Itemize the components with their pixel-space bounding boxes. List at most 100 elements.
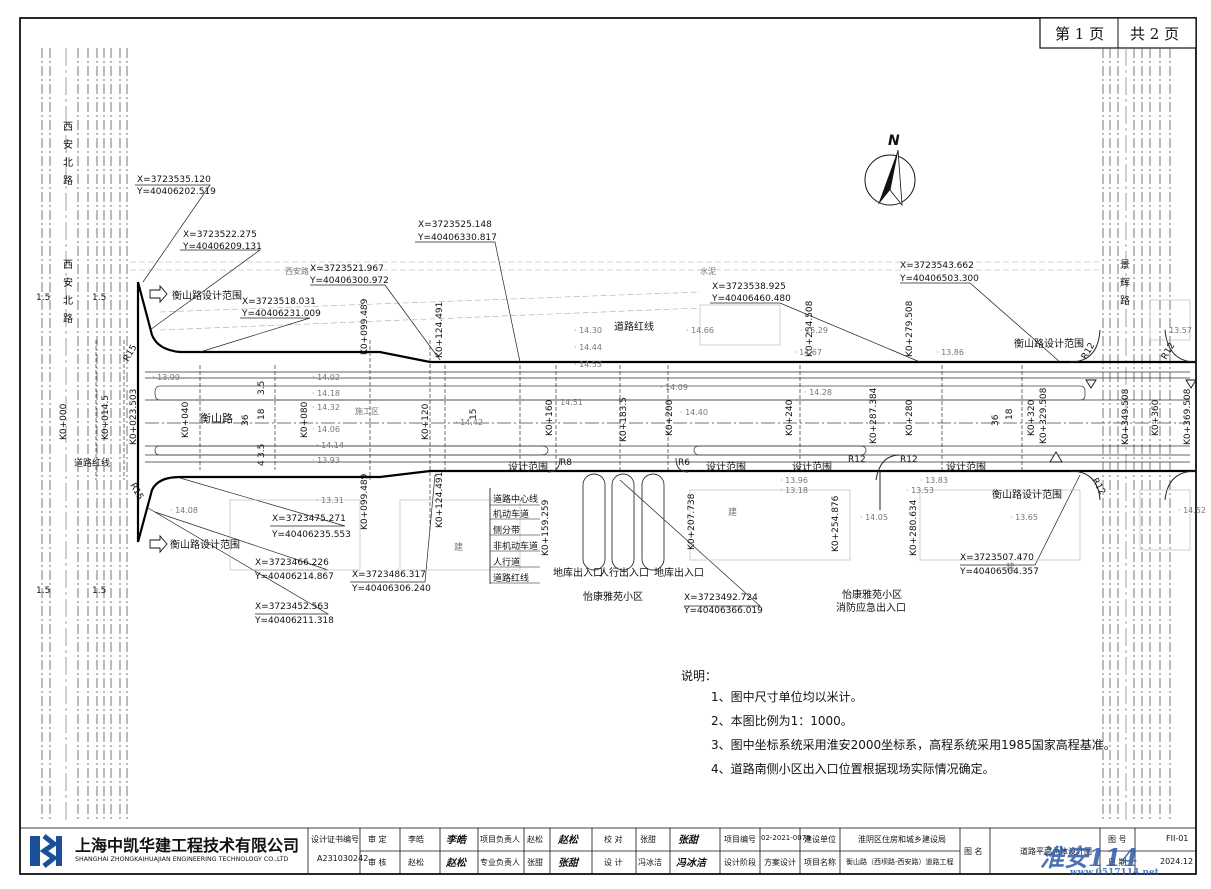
station-label: K0+254.508 [805,300,815,357]
station-label: K0+280 [905,399,915,436]
date: 2024.12 [1160,857,1194,866]
elevation-point: · 14.09 [660,383,688,392]
existing-road-north [130,261,1100,331]
design-scope-label: 衡山路设计范围 [170,538,240,551]
drawing-name: 道路平面总体设计图 [1020,847,1092,856]
check-signature: 赵松 [446,858,466,869]
station-lines [95,340,1023,530]
elevation-point: · 14.51 [555,398,583,407]
station-label: K0+369.508 [1183,388,1193,445]
legend-item: 人行道 [493,556,520,568]
station-label: K0+159.259 [541,499,551,556]
coord-x: X=3723543.662 [900,261,974,271]
coord-y: Y=40406231.009 [241,309,321,319]
elevation-point: · 14.40 [680,408,708,417]
station-label: K0+329.508 [1039,387,1049,444]
width-dimensions: 3.5 18 36 3.5 4 15 36 18 1.5 1.5 1.5 1.5 [36,293,1015,596]
cert-number: A231030242 [317,854,369,863]
dim-18: 18 [257,408,267,420]
elevation-point: · 14.02 [312,373,340,382]
title-block-grid [19,827,1197,875]
spec-label: 专业负责人 [480,858,520,867]
dim-36: 36 [991,414,1001,426]
stage-label: 设计阶段 [724,858,756,867]
coord-y: Y=40406202.519 [136,187,216,197]
project-no-label: 项目编号 [724,835,756,844]
radius-label: R12 [1160,341,1178,361]
coord-y: Y=40406503.300 [899,274,979,284]
radius-label: R12 [900,455,918,465]
design-scope-label: 衡山路设计范围 [992,488,1062,501]
elevation-point: · 13.96 [780,476,808,485]
garage-entrance-label: 地库出入口 [654,566,704,579]
elevation-point: · 13.18 [780,486,808,495]
station-label: K0+040 [181,401,191,438]
station-label: K0+014.5 [101,395,111,440]
main-road-name: 衡山路 [200,412,233,425]
legend-item: 机动车道 [493,508,529,520]
design-scope-short: 设计范围 [946,460,986,473]
elevation-point: · 14.32 [312,403,340,412]
elevation-point: · 13.31 [316,496,344,505]
dim-3-5: 3.5 [257,381,267,395]
dim-1-5: 1.5 [92,586,106,596]
station-label: K0+280.634 [909,499,919,556]
elevation-point: · 14.44 [574,343,602,352]
station-label: K0+254.876 [831,495,841,552]
road-red-line-label: 道路红线 [614,320,654,333]
legend-item: 侧分带 [493,524,520,536]
north-arrow: N [864,133,916,207]
review-signature: 李皓 [446,835,466,846]
elevation-point: · 14.05 [860,513,888,522]
company-name: 上海中凯华建工程技术有限公司 [75,836,300,855]
coord-x: X=3723452.563 [255,602,329,612]
coord-x: X=3723475.271 [272,514,346,524]
coord-y: Y=40406214.867 [254,572,334,582]
note-item: 1、图中尺寸单位均以米计。 [711,689,863,704]
pm-label: 项目负责人 [480,835,520,844]
station-label: K0+124.491 [435,472,445,528]
coord-x: X=3723525.148 [418,220,492,230]
station-label: K0+349.508 [1121,388,1131,445]
elevation-point: · 14.06 [312,425,340,434]
station-label: K0+080 [300,401,310,438]
coord-y: Y=40406211.318 [254,616,334,626]
station-labels: K0+000 K0+014.5 K0+023.503 K0+040 K0+080… [59,298,1193,556]
legend-item: 道路中心线 [493,493,538,505]
project-no: 02-2021-0078 [761,834,811,842]
station-label: K0+207.738 [687,493,697,550]
station-label: K0+279.508 [905,300,915,357]
station-label: K0+287.384 [869,387,879,444]
pedestrian-entrance-label: 人行出入口 [599,566,649,579]
legend-item: 道路红线 [493,572,529,584]
page-current: 第 1 页 [1055,25,1104,43]
station-label: K0+000 [59,403,69,440]
elevation-point: · 13.93 [312,456,340,465]
design-scope-short: 设计范围 [706,460,746,473]
notes-title: 说明： [681,668,717,683]
west-street-name-lower: 西 安 北 路 [63,260,76,325]
elevation-point: · 13.65 [1010,513,1038,522]
legend-item: 非机动车道 [493,540,538,552]
notes: 说明： 1、图中尺寸单位均以米计。 2、本图比例为1：1000。 3、图中坐标系… [681,668,1116,776]
elevation-points: · 14.30· 14.44· 14.53· 14.66· 15.29· 14.… [152,326,1206,522]
elevation-point: · 14.14 [316,441,344,450]
drawing-name-label: 图 名 [964,847,983,856]
company-name-en: SHANGHAI ZHONGKAIHUAJIAN ENGINEERING TEC… [75,856,289,863]
drawing-no-label: 图 号 [1108,835,1127,844]
watermark: 淮安114 [1040,838,1138,873]
building-label: 建 [728,506,737,518]
coordinate-leaders [135,184,1081,615]
elevation-point: · 14.53 [574,360,602,369]
radius-label: R6 [678,458,690,468]
coord-y: Y=40406504.357 [959,567,1039,577]
dim-36: 36 [241,414,251,426]
coord-x: X=3723507.470 [960,553,1034,563]
elevation-point: · 14.66 [686,326,714,335]
community-label: 怡康雅苑小区 [842,588,902,601]
south-entrances [547,457,689,571]
company-logo-icon [30,834,62,868]
west-street-name: 西 安 北 路 [63,122,76,187]
building-label: 建 [454,541,463,553]
title-block: 上海中凯华建工程技术有限公司 SHANGHAI ZHONGKAIHUAJIAN … [20,828,1200,874]
